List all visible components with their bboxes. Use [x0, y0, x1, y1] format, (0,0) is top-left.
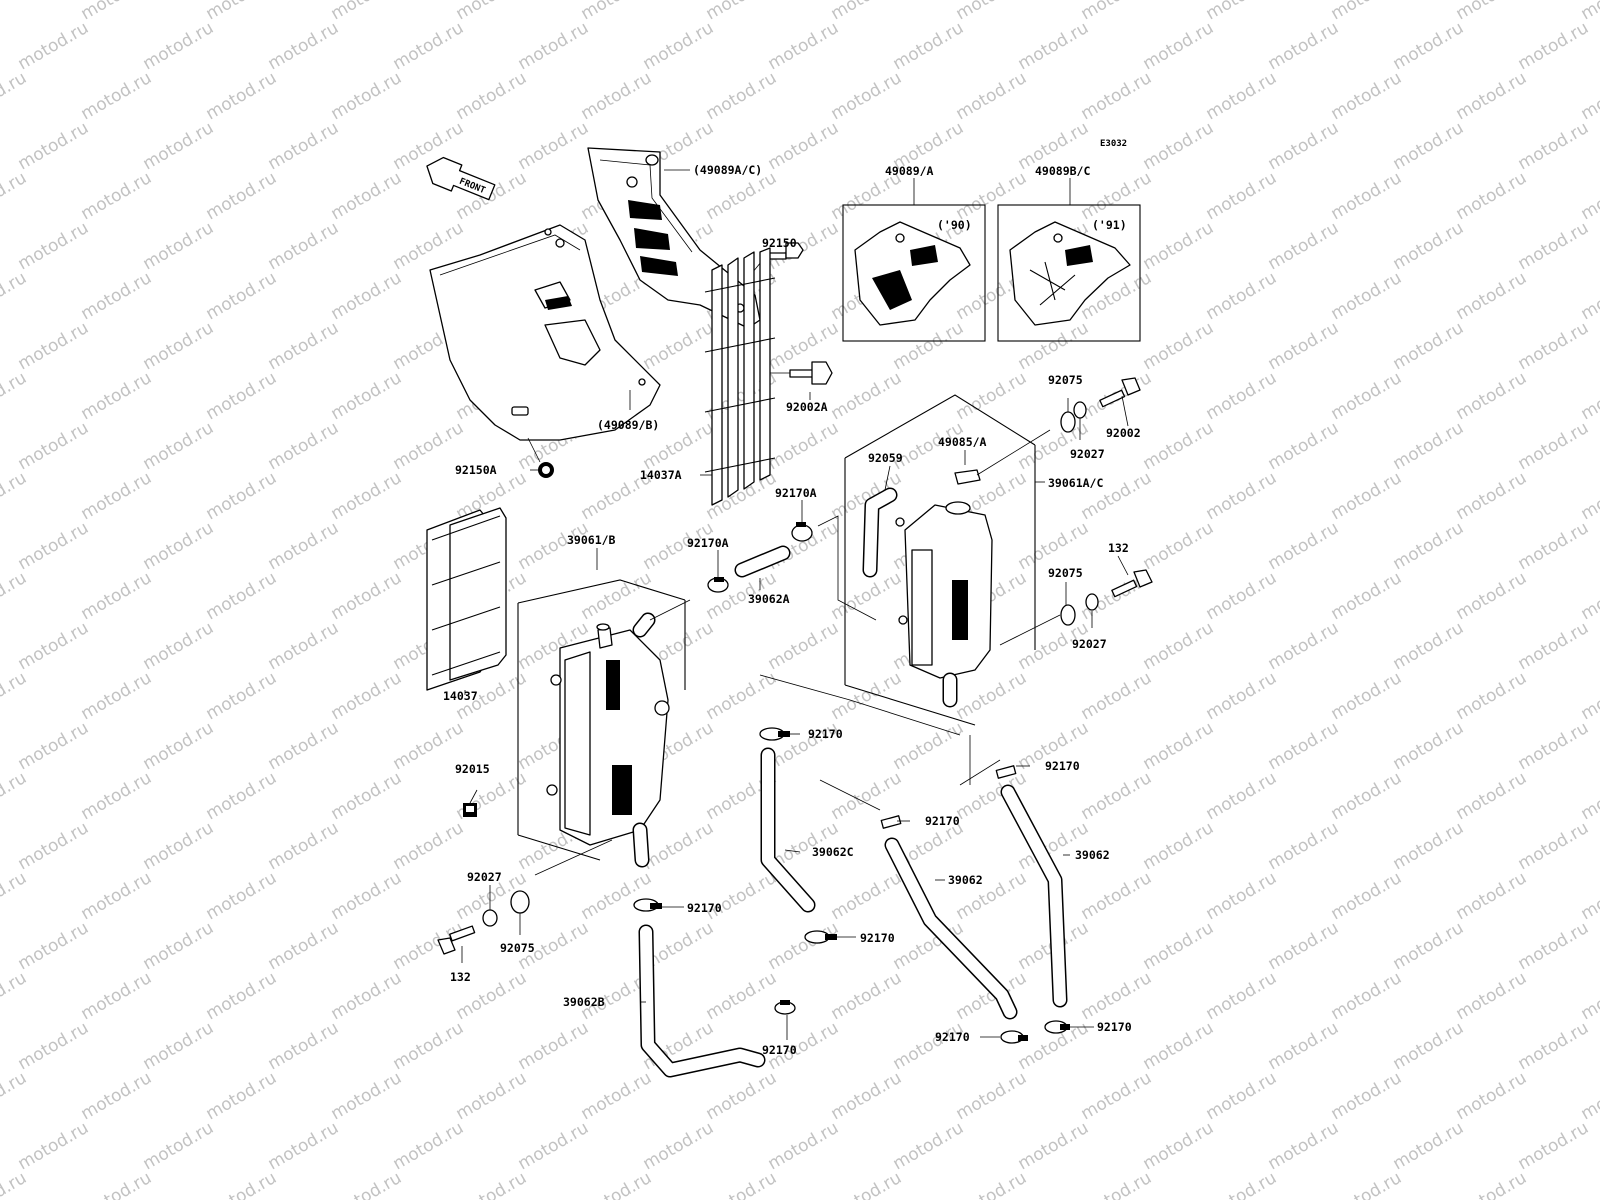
cap-49085a	[954, 429, 1051, 485]
grommet-set-right	[1060, 569, 1153, 626]
bolt-92002a	[770, 361, 833, 385]
hose-39062b	[633, 898, 796, 1078]
label-92170-d: 92170	[687, 901, 722, 915]
label-14037a: 14037A	[640, 468, 682, 482]
label-92027-top: 92027	[1070, 447, 1105, 461]
label-92170a-mid: 92170A	[687, 536, 729, 550]
label-92075-right: 92075	[1048, 566, 1083, 580]
label-92150: 92150	[762, 236, 797, 250]
radiator-grille-14037a	[704, 247, 776, 506]
label-92015: 92015	[455, 762, 490, 776]
label-39062b: 39062B	[563, 995, 605, 1009]
grommet-set-left	[437, 890, 530, 955]
radiator-grille-14037	[426, 507, 507, 691]
label-92027-right: 92027	[1072, 637, 1107, 651]
clip-92015	[463, 803, 477, 817]
bolt-92150a	[527, 437, 554, 478]
label-132-left: 132	[450, 970, 471, 984]
hose-39062-right	[995, 765, 1070, 1034]
label-39062c: 39062C	[812, 845, 854, 859]
radiator-39061ac	[844, 394, 1061, 726]
label-92170-e: 92170	[860, 931, 895, 945]
hose-39062-middle	[880, 815, 1028, 1044]
hose-39062c	[759, 727, 837, 944]
label-39061ac: 39061A/C	[1048, 476, 1103, 490]
label-92002a: 92002A	[786, 400, 828, 414]
label-92075-left: 92075	[500, 941, 535, 955]
part-labels: (49089A/C) 92150 (49089/B) 92150A 92002A…	[443, 163, 1141, 1057]
label-92075-top: 92075	[1048, 373, 1083, 387]
label-92170-a: 92170	[808, 727, 843, 741]
label-92150a: 92150A	[455, 463, 497, 477]
label-92170-b: 92170	[1045, 759, 1080, 773]
label-39062-middle: 39062	[948, 873, 983, 887]
label-92059: 92059	[868, 451, 903, 465]
label-92170-h: 92170	[1097, 1020, 1132, 1034]
label-year-90: ('90)	[937, 218, 972, 232]
label-49089bc: 49089B/C	[1035, 164, 1090, 178]
label-92170-g: 92170	[935, 1030, 970, 1044]
label-92170-f: 92170	[762, 1043, 797, 1057]
label-49089a: 49089/A	[885, 164, 934, 178]
grommet-set-top	[1060, 377, 1141, 433]
label-92002: 92002	[1106, 426, 1141, 440]
leader-lines	[461, 169, 1129, 1040]
label-92027-left: 92027	[467, 870, 502, 884]
inset-box-49089bc	[997, 204, 1141, 342]
label-49089b: (49089/B)	[597, 418, 659, 432]
hose-92059	[862, 487, 898, 578]
hose-39062a	[707, 522, 813, 593]
label-14037: 14037	[443, 689, 478, 703]
radiator-39061b	[517, 579, 691, 876]
guide-lines	[759, 515, 1001, 811]
label-39062-right: 39062	[1075, 848, 1110, 862]
diagram-code: E3032	[1100, 139, 1127, 149]
label-92170-c: 92170	[925, 814, 960, 828]
front-arrow-icon: FRONT	[426, 156, 496, 201]
label-49089ac: (49089A/C)	[693, 163, 762, 177]
label-39062a: 39062A	[748, 592, 790, 606]
label-39061b: 39061/B	[567, 533, 616, 547]
label-132-right: 132	[1108, 541, 1129, 555]
label-92170a-top: 92170A	[775, 486, 817, 500]
label-year-91: ('91)	[1092, 218, 1127, 232]
label-49085a: 49085/A	[938, 435, 987, 449]
shroud-49089b	[429, 224, 661, 441]
